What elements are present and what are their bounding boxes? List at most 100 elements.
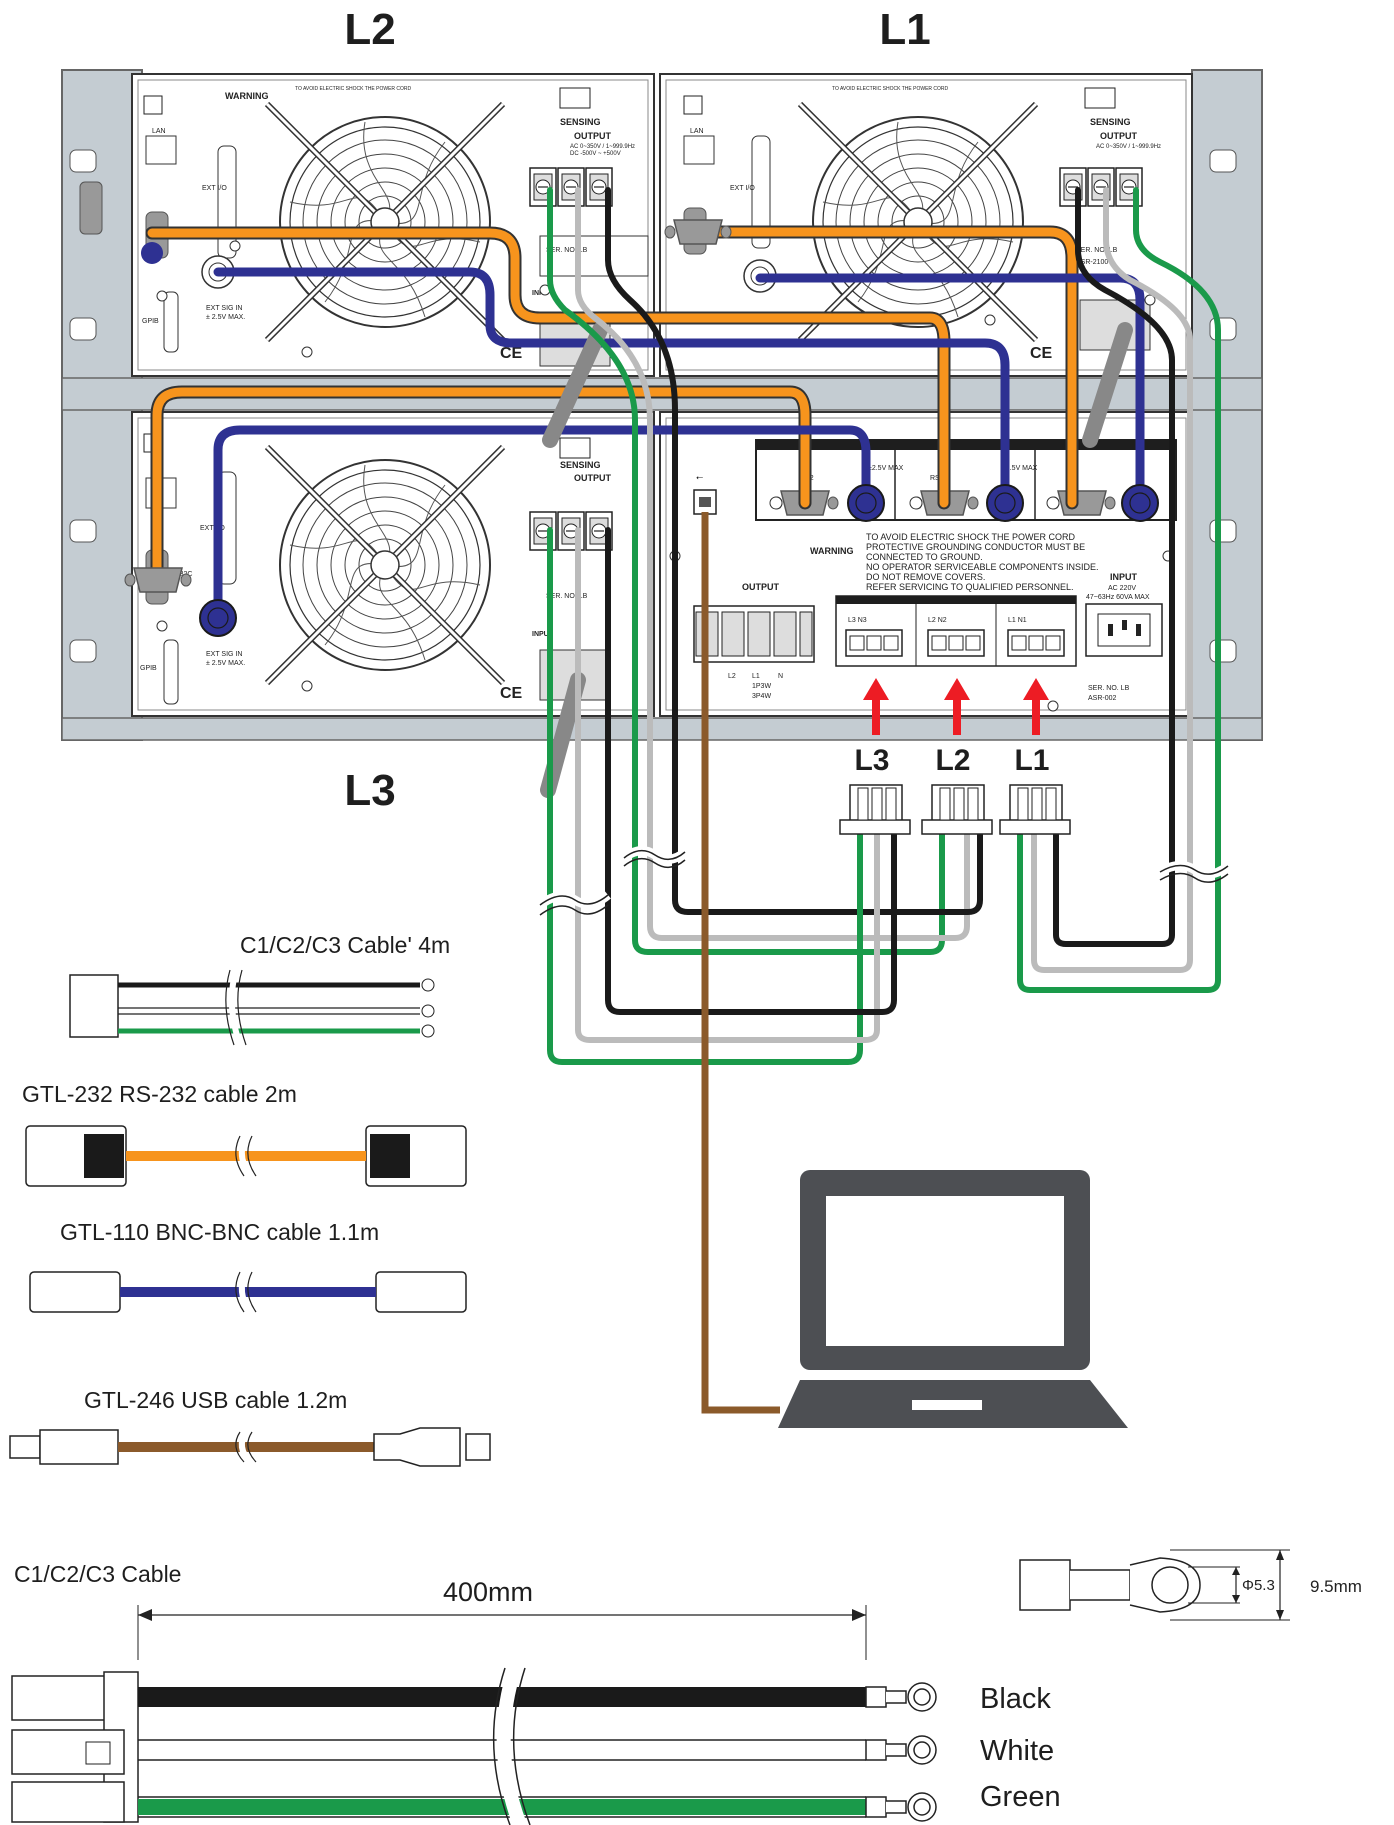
phase-terminal-l3[interactable] — [845, 629, 903, 657]
terminal-l[interactable] — [1059, 167, 1087, 207]
ext-io-port — [751, 135, 771, 249]
fan-icon — [267, 104, 503, 340]
arrow-up-icon — [863, 678, 889, 735]
term-l2-label: L2 N2 — [928, 617, 947, 624]
lan-port — [145, 135, 177, 165]
ext-sig-label: EXT SIG IN — [206, 305, 242, 312]
phase-plug-l2[interactable] — [921, 784, 993, 835]
wire-break-marks — [537, 846, 1231, 916]
usb-cable-run — [701, 512, 780, 1414]
output-spec-dc: DC -500V ~ +500V — [570, 151, 621, 157]
legend-label-usb: GTL-246 USB cable 1.2m — [84, 1387, 347, 1413]
input-label: INPUT — [532, 631, 554, 638]
rs2-label: RS2 — [930, 475, 944, 482]
lan-label: LAN — [690, 128, 704, 135]
wire-label-black: Black — [980, 1683, 1051, 1715]
bnc-end-dot — [141, 242, 163, 264]
sensing-label: SENSING — [560, 117, 601, 127]
ext-sig-max-label: ± 2.5V MAX. — [206, 660, 245, 667]
legend-label-rs232: GTL-232 RS-232 cable 2m — [22, 1081, 297, 1107]
warning-text: TO AVOID ELECTRIC SHOCK THE POWER CORD — [295, 86, 412, 92]
gpib-port — [163, 291, 179, 353]
warning-line-4: NO OPERATOR SERVICEABLE COMPONENTS INSID… — [866, 562, 1099, 572]
lan-label: LAN — [152, 128, 166, 135]
ext-io-label: EXT I/O — [202, 185, 227, 192]
bnc-connector-icon[interactable] — [199, 599, 237, 637]
detail-title: C1/C2/C3 Cable — [14, 1561, 181, 1587]
sensing-connector — [1084, 87, 1116, 109]
bus-n-label: N — [778, 673, 783, 680]
warning-line-1: TO AVOID ELECTRIC SHOCK THE POWER CORD — [866, 532, 1076, 542]
bnc-connector-icon[interactable] — [1121, 484, 1159, 522]
phase-connector-box: RS2 RS2 ±2.5V MAX ±2.5V MAX ⭠ WARNING TO… — [659, 411, 1193, 717]
nameplate — [539, 235, 649, 277]
usb-icon: ⭠ — [696, 472, 703, 482]
ring-terminal-icon — [865, 1735, 937, 1765]
phase-arrows — [863, 678, 1049, 735]
term-l3-label: L3 N3 — [848, 617, 867, 624]
output-label: OUTPUT — [574, 473, 612, 483]
ce-mark: CE — [500, 345, 523, 362]
terminal-n[interactable] — [1087, 167, 1115, 207]
detail-hole: Φ5.3 — [1242, 1577, 1275, 1594]
phase-label-l2: L2 — [935, 744, 970, 777]
fan-icon — [800, 104, 1036, 340]
pwr-input-label: INPUT — [1110, 572, 1138, 582]
serial-label: SER. NO. LB — [546, 593, 588, 600]
output-spec-ac: AC 0~350V / 1~999.9Hz — [1096, 144, 1161, 150]
ext-io-label: EXT I/O — [730, 185, 755, 192]
ext-io-label: EXT I/O — [200, 525, 225, 532]
warning-line-6: REFER SERVICING TO QUALIFIED PERSONNEL. — [866, 582, 1074, 592]
pwr-spec-2: 47~63Hz 60VA MAX — [1086, 594, 1150, 601]
warning-line-3: CONNECTED TO GROUND. — [866, 552, 983, 562]
model-label: ASR-2100 — [1076, 259, 1108, 266]
phase-terminal-l1[interactable] — [1007, 629, 1065, 657]
sig-max-label: ±2.5V MAX — [1002, 465, 1038, 472]
sensing-label: SENSING — [1090, 117, 1131, 127]
bus-3p4w-label: 3P4W — [752, 693, 771, 700]
sensing-connector — [559, 87, 591, 109]
warning-label: WARNING — [810, 546, 854, 556]
serial-label: SER. NO. LB — [546, 247, 588, 254]
l1-output-wiring — [1017, 187, 1221, 993]
detail-length: 400mm — [443, 1577, 533, 1607]
term-l1-label: L1 N1 — [1008, 617, 1027, 624]
bnc-connector-icon[interactable] — [847, 484, 885, 522]
ring-terminal-icon — [865, 1682, 937, 1712]
output-label: OUTPUT — [574, 131, 612, 141]
phase-terminal-l2[interactable] — [927, 629, 985, 657]
gpib-label: GPIB — [142, 318, 159, 325]
output-label: OUTPUT — [1100, 131, 1138, 141]
arrow-up-icon — [1023, 678, 1049, 735]
ext-sig-label: EXT SIG IN — [206, 651, 242, 658]
l2-output-wiring — [547, 187, 983, 955]
unit-l1-panel: LAN EXT I/O TO AVOID ELECTRIC SHOCK THE … — [659, 73, 1193, 377]
phase-plug-l3[interactable] — [839, 784, 911, 835]
usb-icon — [143, 95, 163, 115]
power-plug — [542, 322, 608, 448]
ring-terminal-icon — [865, 1792, 937, 1822]
legend-label-bnc: GTL-110 BNC-BNC cable 1.1m — [60, 1219, 379, 1245]
unit-label-l1: L1 — [879, 5, 930, 54]
phase-plug-l1[interactable] — [999, 784, 1071, 835]
legend-c-cable: C1/C2/C3 Cable' 4m — [69, 932, 450, 1046]
ce-mark: CE — [1030, 345, 1053, 362]
output-spec-ac: AC 0~350V / 1~999.9Hz — [570, 144, 635, 150]
ce-mark: CE — [500, 685, 523, 702]
serial-label: SER. NO. LB — [1088, 685, 1130, 692]
bus-l2-label: L2 — [728, 673, 736, 680]
phase-label-l1: L1 — [1014, 744, 1049, 777]
unit-label-l3: L3 — [344, 766, 395, 815]
warning-line-5: DO NOT REMOVE COVERS. — [866, 572, 985, 582]
phase-label-l3: L3 — [854, 744, 889, 777]
detail-width: 9.5mm — [1310, 1577, 1362, 1596]
bnc-connector-icon[interactable] — [986, 484, 1024, 522]
gpib-label: GPIB — [140, 665, 157, 672]
gpib-port — [163, 639, 179, 705]
wire-label-green: Green — [980, 1781, 1061, 1813]
legend-rs232-cable: GTL-232 RS-232 cable 2m — [22, 1081, 467, 1187]
legend-bnc-cable: GTL-110 BNC-BNC cable 1.1m — [29, 1219, 467, 1314]
sensing-label: SENSING — [560, 460, 601, 470]
sensing-connector — [559, 437, 591, 459]
